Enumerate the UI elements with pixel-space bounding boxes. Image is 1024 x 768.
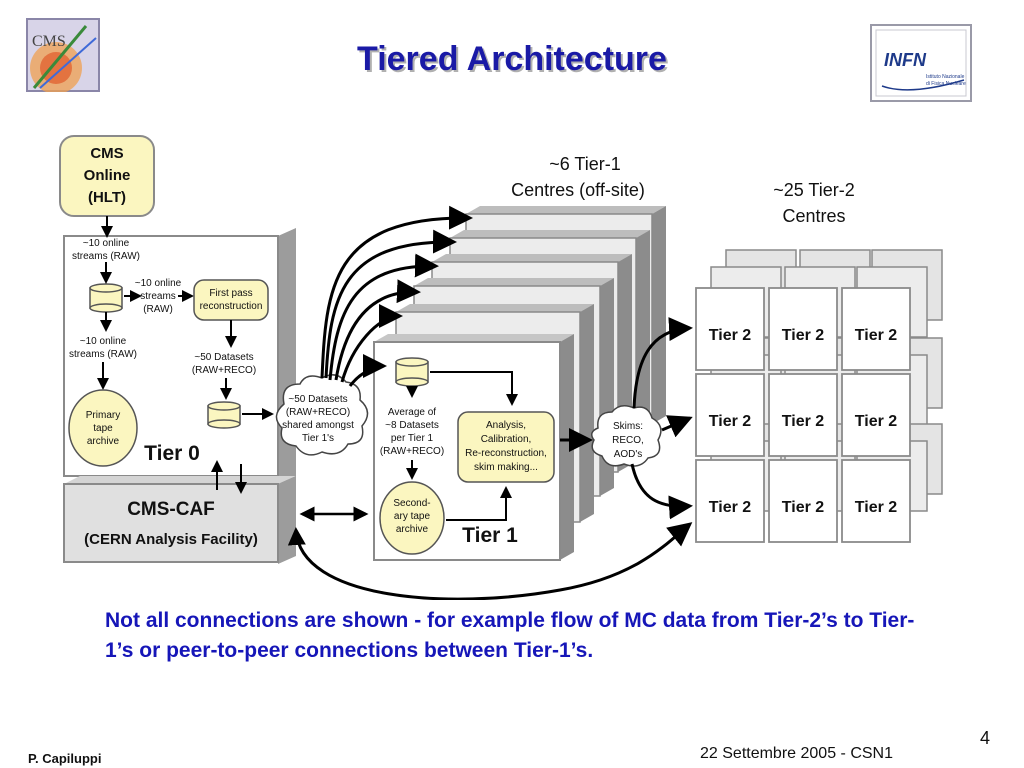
svg-text:streams (RAW): streams (RAW) (69, 349, 137, 360)
cms-caf-box: CMS-CAF (CERN Analysis Facility) (63, 476, 296, 564)
svg-text:Calibration,: Calibration, (481, 434, 532, 445)
tier1-header-line2: Centres (off-site) (511, 180, 645, 200)
svg-text:CMS: CMS (90, 145, 123, 162)
svg-text:Tier 2: Tier 2 (855, 327, 898, 344)
svg-text:Average of: Average of (388, 407, 436, 418)
infn-logo-text: INFN (884, 50, 927, 70)
svg-text:Tier 2: Tier 2 (709, 327, 752, 344)
svg-text:Online: Online (84, 167, 131, 184)
caf-subtitle: (CERN Analysis Facility) (84, 531, 258, 548)
svg-text:streams (RAW): streams (RAW) (72, 251, 140, 262)
svg-text:Analysis,: Analysis, (486, 420, 526, 431)
svg-text:reconstruction: reconstruction (200, 301, 263, 312)
svg-text:ary tape: ary tape (394, 511, 431, 522)
author-label: P. Capiluppi (28, 751, 102, 766)
svg-text:Tier 2: Tier 2 (782, 499, 825, 516)
svg-text:RECO,: RECO, (612, 435, 644, 446)
svg-text:archive: archive (87, 436, 120, 447)
svg-text:Tier 2: Tier 2 (855, 499, 898, 516)
date-label: 22 Settembre 2005 - CSN1 (700, 745, 893, 762)
tier-architecture-diagram: CMS-CAF (CERN Analysis Facility) CMS Onl… (59, 135, 943, 600)
svg-text:Tier 2: Tier 2 (782, 327, 825, 344)
tier2-header-line2: Centres (782, 206, 845, 226)
svg-text:Istituto Nazionale: Istituto Nazionale (926, 74, 965, 80)
svg-text:~10 online: ~10 online (135, 278, 182, 289)
svg-text:streams: streams (140, 291, 176, 302)
cms-online-box: CMS Online (HLT) (59, 135, 155, 217)
tier2-box: Tier 2 (695, 459, 765, 543)
cms-logo: CMS (26, 18, 100, 94)
tier2-box: Tier 2 (768, 459, 838, 543)
svg-text:Tier 2: Tier 2 (709, 413, 752, 430)
tier2-box: Tier 2 (768, 373, 838, 457)
tier2-box: Tier 2 (841, 459, 911, 543)
tier2-box: Tier 2 (695, 373, 765, 457)
svg-text:tape: tape (93, 423, 113, 434)
tier2-box: Tier 2 (841, 373, 911, 457)
tier1-header-line1: ~6 Tier-1 (549, 154, 621, 174)
t0-streams-label-1: ~10 online (83, 238, 130, 249)
svg-text:AOD's: AOD's (614, 449, 643, 460)
infn-logo: INFN Istituto Nazionale di Fisica Nuclea… (870, 24, 972, 102)
svg-text:Tier 2: Tier 2 (782, 413, 825, 430)
tier2-box: Tier 2 (768, 287, 838, 371)
svg-text:Tier 2: Tier 2 (855, 413, 898, 430)
svg-text:per Tier 1: per Tier 1 (391, 433, 434, 444)
tier2-grid-front: Tier 2 Tier 2 Tier 2 Tier 2 Tier 2 Tier … (695, 287, 911, 543)
svg-text:~50 Datasets: ~50 Datasets (288, 394, 347, 405)
first-pass-reco-box: First pass reconstruction (193, 279, 269, 321)
caf-title: CMS-CAF (127, 499, 215, 520)
svg-text:Tier 2: Tier 2 (709, 499, 752, 516)
svg-text:First pass: First pass (209, 288, 252, 299)
svg-text:Skims:: Skims: (613, 421, 643, 432)
svg-text:(RAW): (RAW) (143, 304, 173, 315)
t0-to-t1-arrows (320, 205, 473, 387)
primary-tape-archive: Primary tape archive (68, 389, 138, 467)
svg-text:(RAW+RECO): (RAW+RECO) (380, 446, 444, 457)
tier0-label: Tier 0 (144, 442, 200, 465)
svg-text:di Fisica Nucleare: di Fisica Nucleare (926, 81, 966, 87)
t0-disk-icon-2 (207, 401, 241, 429)
footnote-text: Not all connections are shown - for exam… (105, 609, 915, 662)
svg-text:Second-: Second- (393, 498, 430, 509)
svg-text:Tier 1's: Tier 1's (302, 433, 334, 444)
svg-text:shared amongst: shared amongst (282, 420, 354, 431)
secondary-tape-archive: Second- ary tape archive (379, 481, 445, 555)
svg-text:~50 Datasets: ~50 Datasets (194, 352, 253, 363)
tier2-box: Tier 2 (841, 287, 911, 371)
svg-text:Primary: Primary (86, 410, 120, 421)
tier1-label: Tier 1 (462, 524, 518, 547)
svg-text:(RAW+RECO): (RAW+RECO) (286, 407, 350, 418)
svg-text:~8 Datasets: ~8 Datasets (385, 420, 439, 431)
t1-to-t2-arrows (630, 317, 693, 520)
datasets-cloud: ~50 Datasets (RAW+RECO) shared amongst T… (275, 374, 369, 456)
analysis-box: Analysis, Calibration, Re-reconstruction… (457, 411, 555, 483)
t0-disk-icon-1 (89, 283, 123, 313)
svg-text:~10 online: ~10 online (80, 336, 127, 347)
skims-cloud: Skims: RECO, AOD's (591, 405, 662, 467)
page-number: 4 (980, 728, 991, 748)
svg-text:(RAW+RECO): (RAW+RECO) (192, 365, 256, 376)
svg-text:Re-reconstruction,: Re-reconstruction, (465, 448, 547, 459)
svg-text:(HLT): (HLT) (88, 189, 126, 206)
tier2-box: Tier 2 (695, 287, 765, 371)
svg-text:archive: archive (396, 524, 429, 535)
svg-text:skim making...: skim making... (474, 462, 538, 473)
tier2-header-line1: ~25 Tier-2 (773, 180, 855, 200)
t1-disk-icon (395, 357, 429, 387)
slide-title: Tiered Architecture (357, 40, 667, 78)
cms-logo-text: CMS (32, 33, 66, 50)
